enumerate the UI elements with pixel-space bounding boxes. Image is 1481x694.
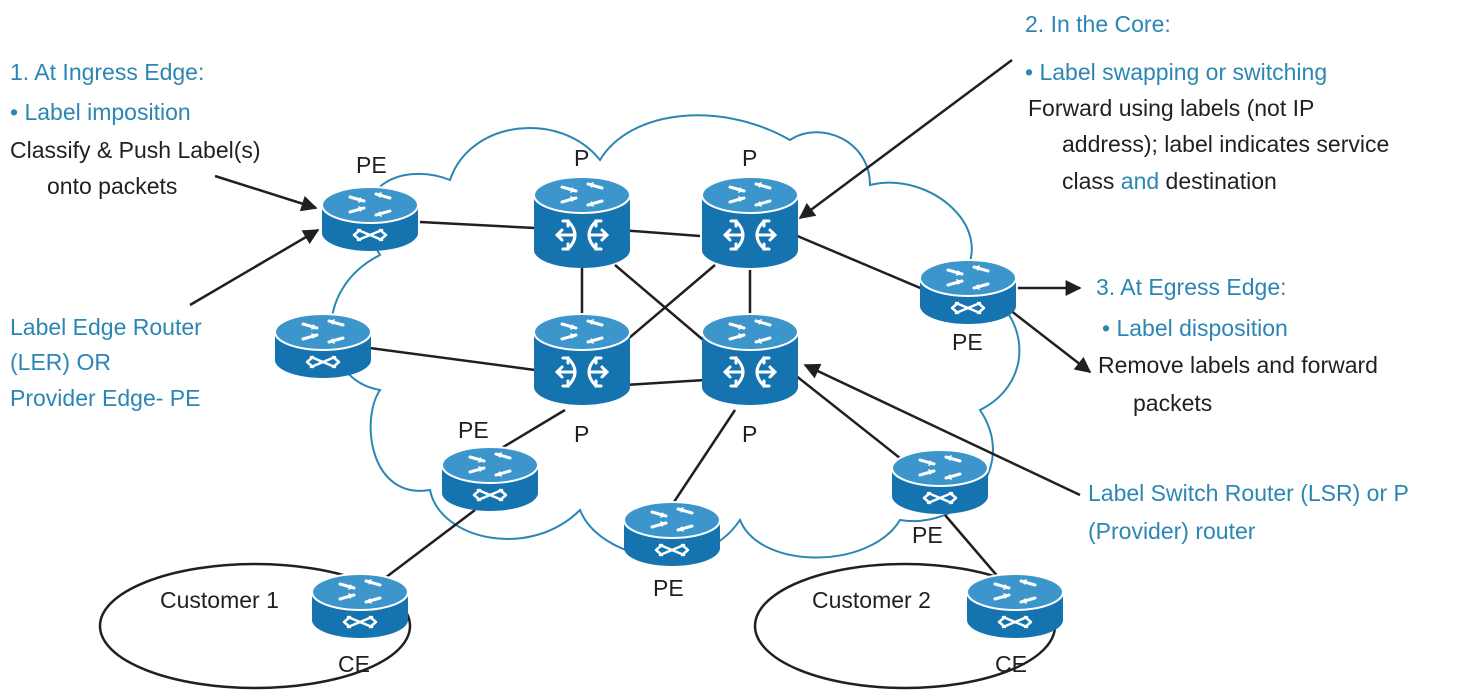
label-pe-bottom-left: PE (458, 417, 489, 443)
lsr-line-2: (Provider) router (1088, 518, 1256, 544)
label-p-top-left: P (574, 145, 589, 171)
egress-bullet: • Label disposition (1102, 315, 1288, 341)
device-labels: PE P P P P PE PE PE PE Customer 1 Custom… (160, 145, 1027, 677)
label-p-bottom-left: P (574, 421, 589, 447)
core-title: 2. In the Core: (1025, 11, 1171, 37)
arrow-ler-to-pe (189, 228, 320, 307)
label-p-bottom-right: P (742, 421, 757, 447)
edge-router-icon (440, 445, 540, 513)
label-ce-left: CE (338, 651, 370, 677)
edge-router-icon (320, 185, 420, 253)
customer-1-site (98, 562, 412, 690)
label-pe-right: PE (952, 329, 983, 355)
egress-annotation: 3. At Egress Edge: • Label disposition R… (1096, 274, 1378, 416)
label-pe-bottom-center: PE (653, 575, 684, 601)
arrow-lsr-to-p (803, 363, 1081, 497)
ingress-line-1: Classify & Push Label(s) (10, 137, 261, 163)
core-line-1: Forward using labels (not IP (1028, 95, 1314, 121)
lsr-annotation: Label Switch Router (LSR) or P (Provider… (1088, 480, 1409, 544)
edge-router-icon (310, 572, 410, 640)
egress-title: 3. At Egress Edge: (1096, 274, 1287, 300)
network-links (369, 220, 1006, 586)
core-line-3a: class (1062, 168, 1121, 194)
egress-line-1: Remove labels and forward (1098, 352, 1378, 378)
label-ce-right: CE (995, 651, 1027, 677)
egress-line-2: packets (1133, 390, 1212, 416)
core-line-3b: and (1121, 168, 1159, 194)
edge-router-icon (890, 448, 990, 516)
core-annotation: 2. In the Core: • Label swapping or swit… (1025, 11, 1389, 194)
arrow-pe-to-disposition (1009, 309, 1092, 373)
core-bullet: • Label swapping or switching (1025, 59, 1327, 85)
label-switch-router-icon (700, 312, 800, 407)
lsr-line-1: Label Switch Router (LSR) or P (1088, 480, 1409, 506)
ler-line-2: (LER) OR (10, 349, 111, 375)
arrow-ingress-to-pe (214, 174, 318, 212)
edge-router-icon (273, 312, 373, 380)
label-p-top-right: P (742, 145, 757, 171)
edge-router-icon (965, 572, 1065, 640)
core-line-3c: destination (1159, 168, 1277, 194)
core-line-2: address); label indicates service (1062, 131, 1389, 157)
ingress-title: 1. At Ingress Edge: (10, 59, 204, 85)
ler-annotation: Label Edge Router (LER) OR Provider Edge… (10, 314, 202, 411)
ler-line-1: Label Edge Router (10, 314, 202, 340)
label-pe-top: PE (356, 152, 387, 178)
arrow-core-to-p (798, 58, 1013, 220)
ingress-annotation: 1. At Ingress Edge: • Label imposition C… (10, 59, 261, 199)
annotation-arrows (189, 58, 1092, 497)
label-switch-router-icon (700, 175, 800, 270)
label-customer-1: Customer 1 (160, 587, 279, 613)
edge-router-icon (918, 258, 1018, 326)
label-switch-router-icon (532, 312, 632, 407)
ingress-line-2: onto packets (47, 173, 177, 199)
label-switch-router-icon (532, 175, 632, 270)
ler-line-3: Provider Edge- PE (10, 385, 200, 411)
edge-router-icon (622, 500, 722, 568)
label-customer-2: Customer 2 (812, 587, 931, 613)
label-pe-bottom-right: PE (912, 522, 943, 548)
ingress-bullet: • Label imposition (10, 99, 191, 125)
core-line-3: class and destination (1062, 168, 1277, 194)
